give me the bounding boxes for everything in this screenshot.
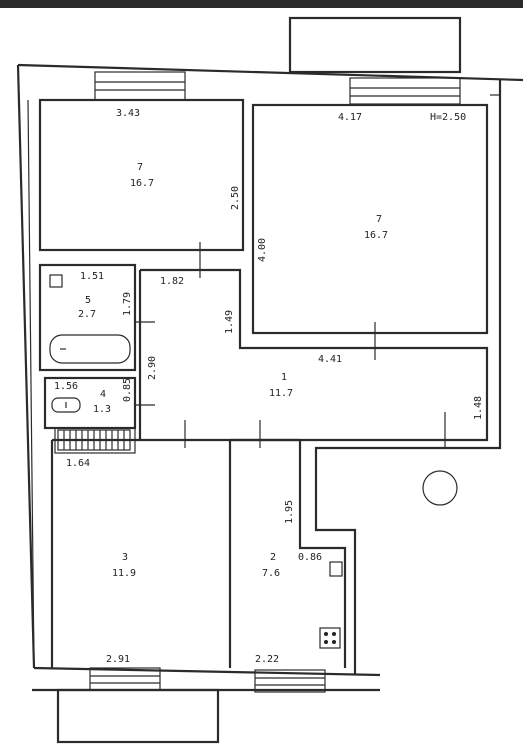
dimension-label: 3.43: [116, 108, 140, 119]
room-number: 3: [122, 552, 128, 563]
room-label-5: 5 2.7: [78, 295, 96, 320]
vent-grill: [57, 429, 131, 451]
room-area: 2.7: [78, 309, 96, 320]
windows: [89, 71, 461, 693]
stairwell-circle: [422, 470, 458, 506]
inner-walls: [38, 98, 489, 668]
room-area: 16.7: [364, 230, 388, 241]
dimension-label: 2.90: [147, 356, 158, 380]
dimension-label: 1.48: [473, 396, 484, 420]
room-area: 11.9: [112, 568, 136, 579]
room-label-1: 1 11.7: [269, 372, 293, 399]
dimension-label: 1.79: [122, 292, 133, 316]
room-number: 7: [376, 214, 382, 225]
dimension-label: 0.85: [122, 378, 133, 402]
top-balcony: [288, 16, 462, 74]
room-number: 2: [270, 552, 276, 563]
door-marks: [135, 242, 446, 448]
dimension-label: 1.56: [54, 381, 78, 392]
dimension-label: 1.82: [160, 276, 184, 287]
dimension-label: 0.86: [298, 552, 322, 563]
dimension-label: 4.00: [257, 238, 268, 262]
dimension-label: 2.50: [230, 186, 241, 210]
dimension-label: 4.17: [338, 112, 362, 123]
room-area: 11.7: [269, 388, 293, 399]
window-top-bar: [0, 0, 523, 8]
dimension-labels: 3.43 4.17 2.50 4.00 1.51 1.82 1.79 1.49 …: [54, 108, 484, 665]
room-label-4: 4 1.3: [93, 389, 111, 415]
room-label-7: 7 16.7: [364, 214, 388, 241]
room-number: 1: [281, 372, 287, 383]
room-area: 1.3: [93, 404, 111, 415]
stove: [319, 627, 341, 649]
room-area: 16.7: [130, 178, 154, 189]
room-number: 7: [137, 162, 143, 173]
kitchen-sink: [329, 561, 343, 577]
dimension-label: 1.51: [80, 271, 104, 282]
dimension-label: 1.95: [284, 500, 295, 524]
room-number: 5: [85, 295, 91, 306]
toilet: [51, 397, 81, 413]
bottom-balcony: [56, 688, 220, 744]
room-label-3: 3 11.9: [112, 552, 136, 579]
dimension-label: 4.41: [318, 354, 342, 365]
dimension-label: 2.91: [106, 654, 130, 665]
room-label-2: 2 7.6: [262, 552, 280, 579]
room-label-6: 7 16.7: [130, 162, 154, 189]
room-number: 4: [100, 389, 106, 400]
dimension-label: 1.64: [66, 458, 90, 469]
ceiling-height-label: H=2.50: [430, 112, 466, 123]
room-area: 7.6: [262, 568, 280, 579]
dimension-label: 1.49: [224, 310, 235, 334]
dimension-label: 2.22: [255, 654, 279, 665]
bathtub: [49, 274, 131, 364]
